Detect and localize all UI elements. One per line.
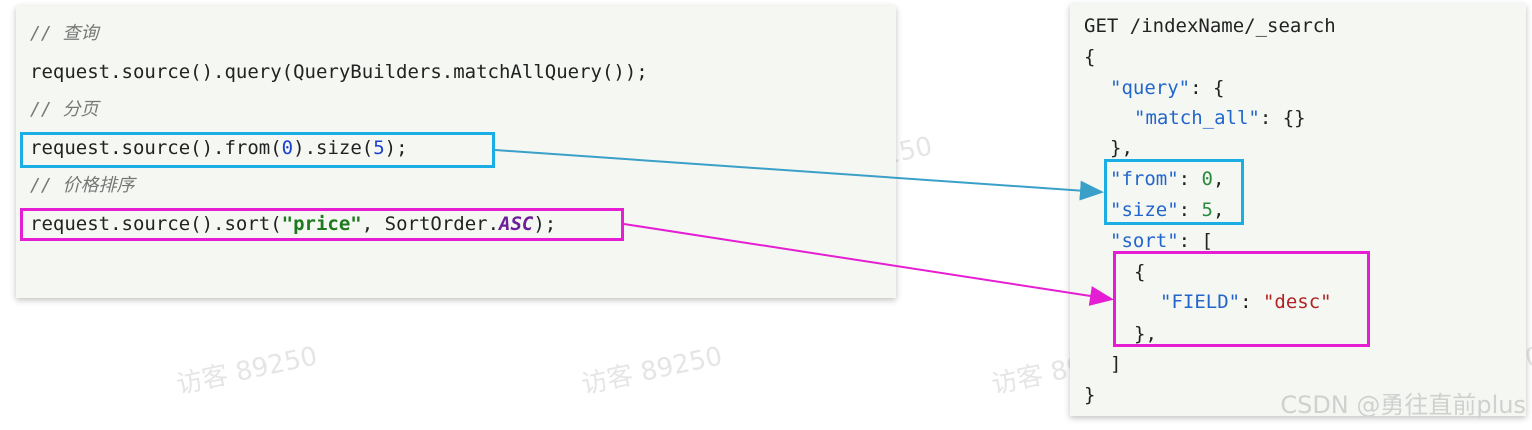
json-size-value: 5 <box>1201 199 1213 221</box>
json-punct: , <box>1212 199 1225 221</box>
comment-query: // 查询 <box>30 23 99 44</box>
code-text: request.source().sort( <box>30 213 282 235</box>
java-code-panel: // 查询 request.source().query(QueryBuilde… <box>16 6 896 298</box>
code-line-paging: request.source().from(0).size(5); <box>30 136 408 160</box>
json-sort-line: "sort": [ <box>1110 229 1213 253</box>
json-key: "query" <box>1110 77 1191 99</box>
sort-arrow <box>623 223 1114 306</box>
json-sort-close: ] <box>1110 353 1122 375</box>
json-query-close: }, <box>1110 137 1133 159</box>
comment-paging: // 分页 <box>30 99 99 120</box>
json-query-line: "query": { <box>1110 76 1224 100</box>
json-key: "from" <box>1110 168 1179 190</box>
comment-sort: // 价格排序 <box>30 175 135 196</box>
json-close-brace: } <box>1084 384 1096 406</box>
sort-field-string: "price" <box>281 213 362 235</box>
json-open-brace: { <box>1084 46 1096 68</box>
sort-order-constant: ASC <box>499 213 534 235</box>
json-punct: : [ <box>1178 230 1213 252</box>
json-key: "match_all" <box>1134 107 1260 129</box>
json-sort-highlight-box <box>1113 251 1370 347</box>
code-line-query: request.source().query(QueryBuilders.mat… <box>30 61 648 83</box>
json-key: "FIELD" <box>1160 291 1241 313</box>
request-line: GET /indexName/_search <box>1084 15 1336 37</box>
json-punct: : <box>1178 199 1202 221</box>
json-punct: : { <box>1190 77 1225 99</box>
code-text: ); <box>384 137 408 159</box>
code-text: request.source().from( <box>30 137 282 159</box>
json-sort-item-close: }, <box>1134 323 1157 345</box>
csdn-credit: CSDN @勇往直前plus <box>1280 391 1526 419</box>
json-key: "sort" <box>1110 230 1179 252</box>
json-punct: : {} <box>1259 107 1306 129</box>
paging-arrow <box>494 149 1104 201</box>
sort-highlight-box <box>20 208 624 241</box>
json-dsl-panel: GET /indexName/_search { "query": { "mat… <box>1070 4 1526 416</box>
json-field-value: "desc" <box>1262 291 1332 313</box>
json-punct: , <box>1212 168 1225 190</box>
code-text: , SortOrder. <box>361 213 500 235</box>
code-line-sort: request.source().sort("price", SortOrder… <box>30 212 556 236</box>
json-paging-highlight-box <box>1104 159 1244 225</box>
json-size-line: "size": 5, <box>1110 198 1224 222</box>
from-value: 0 <box>281 137 294 159</box>
paging-highlight-box <box>20 132 495 168</box>
json-punct: : <box>1178 168 1202 190</box>
code-text: ).size( <box>293 137 374 159</box>
code-text: ); <box>533 213 557 235</box>
json-from-value: 0 <box>1201 168 1213 190</box>
size-value: 5 <box>373 137 385 159</box>
json-from-line: "from": 0, <box>1110 167 1224 191</box>
json-key: "size" <box>1110 199 1179 221</box>
json-field-line: "FIELD": "desc" <box>1160 290 1332 314</box>
json-punct: : <box>1240 291 1263 313</box>
json-match-all-line: "match_all": {} <box>1134 106 1306 130</box>
json-sort-item-open: { <box>1134 261 1146 283</box>
